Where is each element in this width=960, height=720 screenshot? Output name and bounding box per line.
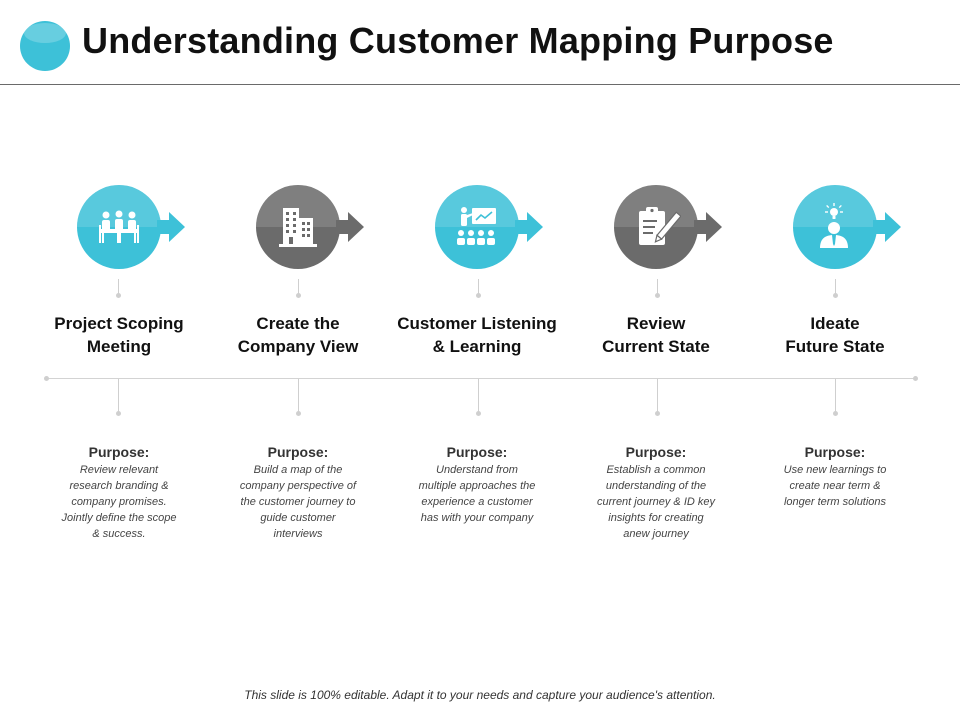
step-title: Ideate Future State (785, 314, 885, 356)
connector-upper (478, 279, 479, 295)
connector-dot (655, 411, 660, 416)
step-circle (256, 185, 340, 269)
step-title: Create the Company View (237, 314, 359, 356)
connector-dot (296, 411, 301, 416)
timeline-start-dot (44, 376, 49, 381)
arrow-right-icon (515, 212, 543, 242)
step-circle (614, 185, 698, 269)
connector-lower (118, 379, 119, 413)
connector-lower (478, 379, 479, 413)
step-title: Project Scoping Meeting (54, 314, 184, 356)
page-title: Understanding Customer Mapping Purpose (82, 20, 834, 61)
connector-dot (116, 293, 121, 298)
purpose-label: Purpose: (267, 444, 329, 460)
connector-dot (476, 293, 481, 298)
connector-upper (835, 279, 836, 295)
connector-dot (833, 411, 838, 416)
connector-dot (116, 411, 121, 416)
purpose-text: Understand from multiple approaches the … (418, 464, 536, 524)
idea-person-icon (820, 203, 848, 248)
building-icon (279, 208, 317, 247)
clipboard-icon (639, 207, 681, 245)
header-divider (0, 84, 960, 85)
purpose-text: Establish a common understanding of the … (597, 464, 715, 540)
connector-upper (118, 279, 119, 295)
arrow-right-icon (336, 212, 364, 242)
connector-upper (657, 279, 658, 295)
purpose-label: Purpose: (446, 444, 508, 460)
footer-note: This slide is 100% editable. Adapt it to… (244, 688, 716, 702)
arrow-right-icon (873, 212, 901, 242)
meeting-icon (99, 210, 139, 243)
step-title: Customer Listening & Learning (397, 314, 557, 356)
connector-lower (298, 379, 299, 413)
connector-dot (655, 293, 660, 298)
connector-upper (298, 279, 299, 295)
step-circle (77, 185, 161, 269)
timeline-end-dot (913, 376, 918, 381)
connector-lower (657, 379, 658, 413)
arrow-right-icon (157, 212, 185, 242)
step-circle (435, 185, 519, 269)
connector-dot (296, 293, 301, 298)
purpose-text: Use new learnings to create near term & … (783, 464, 887, 508)
purpose-label: Purpose: (804, 444, 866, 460)
step-circle (793, 185, 877, 269)
purpose-label: Purpose: (88, 444, 150, 460)
purpose-label: Purpose: (625, 444, 687, 460)
header-circle-decoration (20, 21, 70, 71)
connector-lower (835, 379, 836, 413)
step-title: Review Current State (602, 314, 710, 356)
connector-dot (476, 411, 481, 416)
purpose-text: Build a map of the company perspective o… (239, 464, 357, 540)
purpose-text: Review relevant research branding & comp… (61, 464, 177, 540)
timeline-line (46, 378, 916, 379)
presentation-icon (457, 207, 496, 245)
arrow-right-icon (694, 212, 722, 242)
connector-dot (833, 293, 838, 298)
